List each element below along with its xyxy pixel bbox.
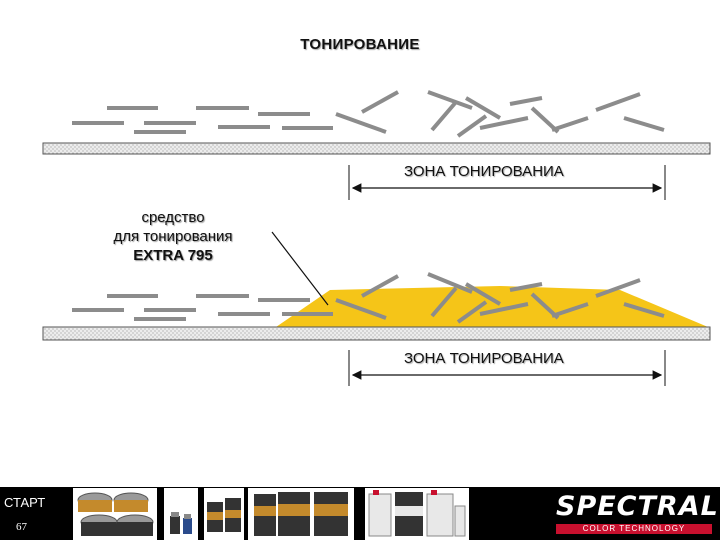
logo-text: SPECTRAL: [556, 491, 719, 522]
substrate-bottom: [42, 326, 711, 341]
start-link[interactable]: СТАРТ: [4, 495, 46, 510]
product-canisters-icon: [365, 488, 469, 540]
product-cans-icon: [73, 488, 157, 540]
page-number: 67: [16, 521, 27, 533]
product-callout: средство для тонирования EXTRA 795: [78, 208, 268, 265]
zone-label-top: ЗОНА ТОНИРОВАНИА: [404, 163, 564, 180]
logo-subtext: COLOR TECHNOLOGY: [556, 524, 712, 534]
spectral-logo: SPECTRAL COLOR TECHNOLOGY: [556, 491, 719, 534]
callout-product-name: EXTRA 795: [133, 247, 213, 264]
product-cans-icon: [204, 488, 244, 540]
callout-pointer: [271, 231, 329, 306]
toner-fill-area: [276, 286, 708, 327]
callout-line-1: средство: [141, 209, 205, 226]
diagram-title: ТОНИРОВАНИЕ: [300, 36, 420, 53]
callout-line-2: для тонирования: [113, 228, 233, 245]
substrate-top: [42, 142, 711, 155]
toning-diagram: [42, 90, 711, 386]
product-bottles-icon: [164, 488, 198, 540]
zone-label-bottom: ЗОНА ТОНИРОВАНИА: [404, 350, 564, 367]
footer-bar: СТАРТ 67: [0, 487, 720, 540]
flakes-top: [72, 90, 665, 138]
product-tins-icon: [248, 488, 354, 540]
flakes-bottom: [72, 272, 665, 324]
